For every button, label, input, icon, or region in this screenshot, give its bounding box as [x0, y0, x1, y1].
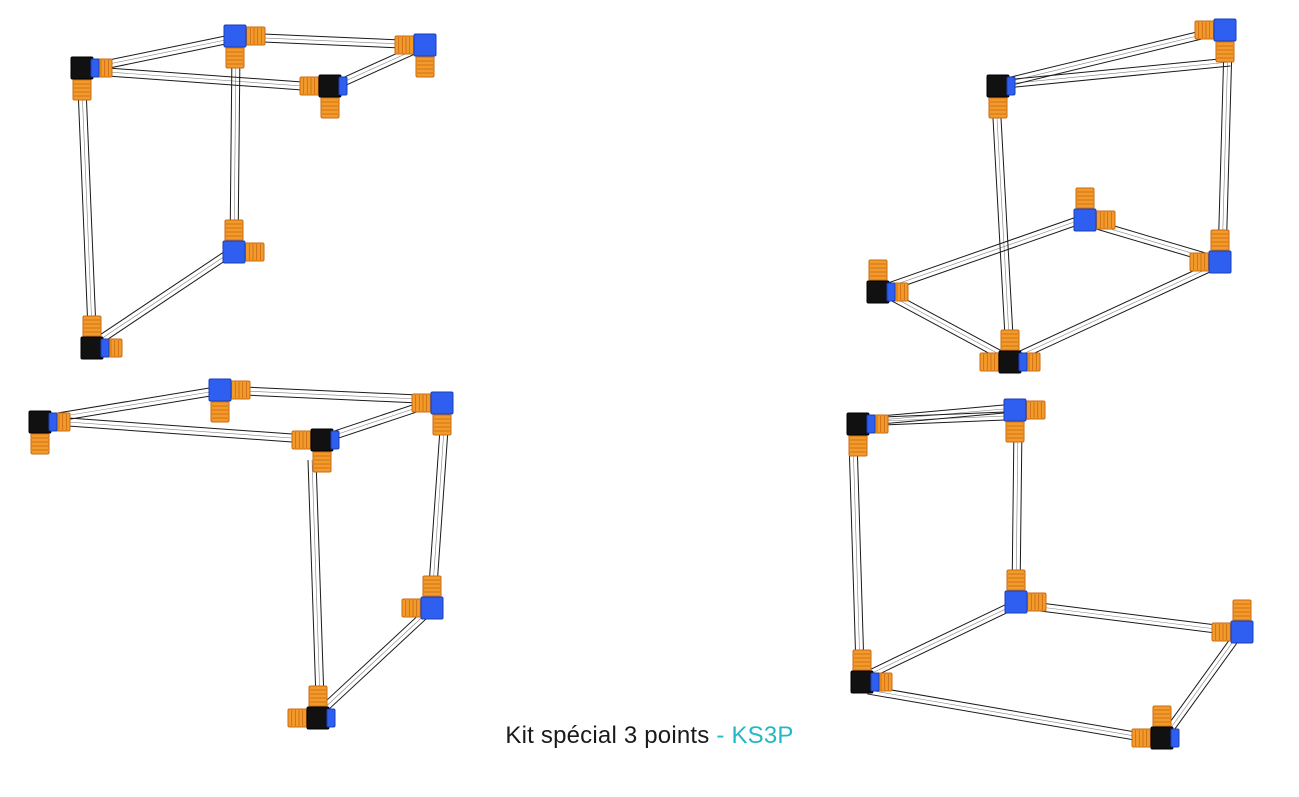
profile-bar: [867, 685, 1159, 745]
connector-f2-bottom-front: [979, 329, 1041, 374]
connector-f4-top-left: [846, 412, 889, 457]
connector-f4-top-back: [1003, 398, 1046, 443]
profile-bar: [229, 47, 241, 251]
profile-bar: [89, 246, 237, 349]
profile-bar: [866, 599, 1018, 680]
profile-bar: [307, 459, 325, 701]
profile-bar: [1217, 44, 1233, 261]
connector-f1-bottom-front: [80, 315, 123, 360]
connector-f1-back-left: [223, 24, 266, 69]
connector-f1-front-right: [299, 74, 348, 119]
connector-f4-bottom-back: [1004, 569, 1047, 614]
profile-bar: [221, 385, 441, 405]
profile-bar: [39, 415, 321, 445]
profile-bar: [1008, 257, 1224, 365]
connector-f3-bottom-back: [401, 575, 444, 620]
profile-bar: [77, 87, 97, 331]
caption-code: KS3P: [731, 722, 794, 749]
connector-f1-front-left: [70, 56, 113, 101]
caption-text: Kit spécial 3 points: [505, 722, 710, 749]
connector-f4-bottom-right: [1211, 599, 1254, 644]
profile-bar: [79, 65, 331, 93]
profile-bar: [994, 57, 1231, 90]
connector-f3-bottom-front: [287, 685, 336, 730]
caption-separator: -: [709, 722, 732, 749]
connector-f2-bottom-left: [866, 259, 909, 304]
connector-f3-top-back: [208, 378, 251, 423]
figure-caption: Kit spécial 3 points - KS3P: [0, 722, 1299, 750]
profile-bar: [239, 32, 426, 50]
connector-f3-top-right: [411, 391, 454, 436]
connector-f3-top-left: [28, 410, 71, 455]
connector-f4-bottom-front: [1131, 705, 1180, 750]
connector-f2-top-front: [986, 74, 1016, 119]
profile-bar: [878, 215, 1082, 295]
connector-f1-back-right: [394, 33, 437, 78]
profile-bar: [848, 439, 865, 669]
connector-f2-top-back: [1194, 18, 1237, 63]
profile-bar: [316, 604, 436, 716]
connector-f2-bottom-back: [1073, 187, 1116, 232]
profile-bar: [1158, 629, 1244, 743]
connector-f3-top-front: [291, 428, 340, 473]
connector-f2-bottom-right: [1189, 229, 1232, 274]
connector-f1-bottom-back: [222, 219, 265, 264]
profile-bar: [1011, 424, 1023, 596]
profile-bar: [1015, 599, 1241, 637]
profile-bar: [993, 25, 1224, 90]
connector-f4-bottom-left: [850, 649, 893, 694]
profile-bar: [991, 99, 1015, 356]
profile-bar: [427, 414, 450, 601]
